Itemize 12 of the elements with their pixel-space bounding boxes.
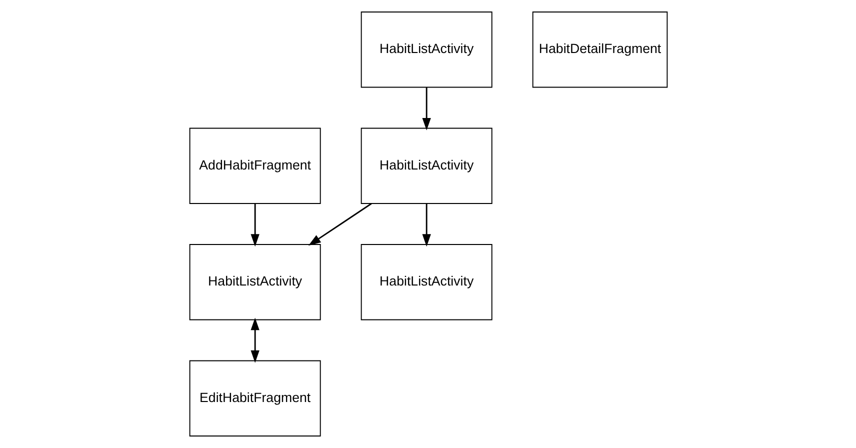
node-box: HabitListActivity [188, 244, 320, 320]
node-box: HabitListActivity [360, 128, 492, 204]
node-box: EditHabitFragment [188, 360, 320, 436]
node-box: AddHabitFragment [188, 128, 320, 204]
arrow [422, 204, 430, 247]
node-box: HabitListActivity [360, 12, 492, 88]
arrow [422, 87, 430, 130]
arrow [250, 204, 259, 247]
node-box: HabitDetailFragment [532, 12, 668, 88]
arrow [250, 318, 259, 363]
arrow [308, 203, 372, 246]
node-box: HabitListActivity [360, 244, 492, 320]
